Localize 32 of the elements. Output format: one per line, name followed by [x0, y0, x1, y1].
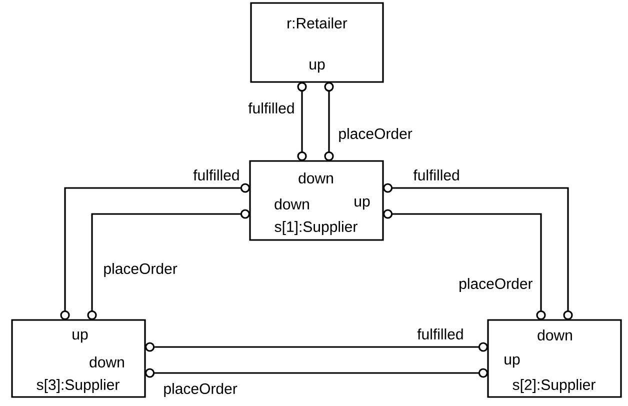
- component-name: s[2]:Supplier: [512, 379, 596, 393]
- component-box: [487, 319, 622, 398]
- component-name: r:Retailer: [288, 18, 348, 28]
- port-label: up: [354, 198, 370, 210]
- edge-label: fulfilled: [247, 102, 296, 114]
- port-label: up: [504, 356, 520, 368]
- component-box: [11, 319, 146, 398]
- connector: [87, 209, 250, 320]
- port-label: down: [274, 198, 309, 210]
- edge-label: fulfilled: [412, 168, 461, 182]
- component-name: s[3]:Supplier: [36, 379, 120, 393]
- component-name: s[1]:Supplier: [274, 221, 358, 235]
- connector: [145, 368, 488, 378]
- connector: [324, 82, 334, 161]
- port-label: down: [90, 356, 124, 368]
- edge-label: fulfilled: [416, 327, 465, 340]
- edge-label: placeOrder: [162, 382, 238, 398]
- component-box: [249, 160, 384, 241]
- port-label: down: [538, 329, 572, 340]
- connector: [383, 183, 573, 320]
- port-label: down: [298, 172, 333, 184]
- component-box: [250, 2, 384, 83]
- connector: [383, 209, 546, 320]
- edge-label: placeOrder: [102, 262, 178, 278]
- edge-label: placeOrder: [458, 277, 534, 293]
- connector: [145, 342, 488, 352]
- connector: [297, 82, 307, 161]
- edge-label: fulfilled: [192, 168, 241, 182]
- port-label: up: [310, 61, 325, 73]
- edge-label: placeOrder: [337, 127, 414, 143]
- port-label: up: [72, 331, 88, 343]
- connector: [60, 183, 250, 320]
